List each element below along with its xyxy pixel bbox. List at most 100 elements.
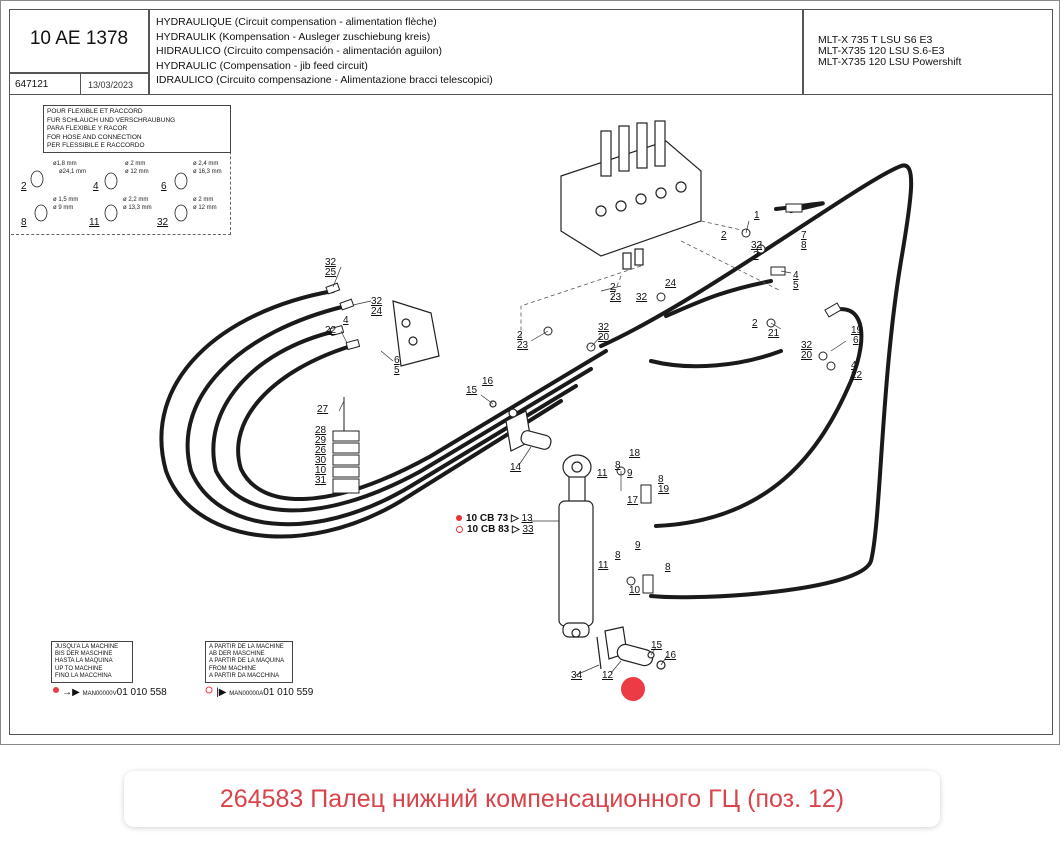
callout[interactable]: 20 bbox=[801, 350, 813, 361]
callout[interactable]: 23 bbox=[517, 340, 529, 351]
leader bbox=[770, 322, 782, 330]
callout[interactable]: 24 bbox=[371, 306, 383, 317]
mounting-bracket bbox=[392, 300, 440, 367]
callout[interactable]: 23 bbox=[610, 292, 622, 303]
callout[interactable]: 27 bbox=[317, 404, 329, 415]
callout[interactable]: 14 bbox=[510, 462, 522, 473]
callout[interactable]: 19 bbox=[658, 484, 670, 495]
highlight-marker[interactable] bbox=[621, 677, 645, 701]
callout[interactable]: 11 bbox=[597, 468, 608, 479]
cylinder-ref-until[interactable]: 10 CB 73 ▷ 13 bbox=[456, 513, 533, 524]
fitting bbox=[826, 361, 836, 371]
guide-line bbox=[610, 275, 622, 302]
fitting bbox=[656, 292, 666, 302]
callout[interactable]: 24 bbox=[665, 278, 677, 289]
fitting-icon bbox=[104, 204, 118, 222]
callout[interactable]: 3 bbox=[753, 250, 759, 261]
callout[interactable]: 29 bbox=[315, 435, 327, 446]
callout[interactable]: 32 bbox=[598, 322, 610, 333]
fitting-icon bbox=[30, 170, 44, 188]
callout[interactable]: 2 bbox=[752, 318, 758, 329]
note-line: BIS DER MASCHINE bbox=[55, 651, 113, 658]
hose-connection-legend: POUR FLEXIBLE ET RACCORD FUR SCHLAUCH UN… bbox=[43, 105, 231, 153]
callout[interactable]: 22 bbox=[325, 325, 337, 336]
callout[interactable]: 11 bbox=[598, 560, 609, 571]
callout[interactable]: 2 bbox=[517, 330, 523, 341]
callout[interactable]: 8 bbox=[615, 460, 621, 471]
callout[interactable]: 22 bbox=[851, 370, 863, 381]
hose-fittings bbox=[325, 203, 842, 594]
leader bbox=[590, 335, 602, 348]
callout[interactable]: 18 bbox=[629, 448, 641, 459]
callout[interactable]: 15 bbox=[651, 640, 663, 651]
from-serial: |▶ MAN00000A01 010 559 bbox=[205, 687, 313, 698]
callout[interactable]: 4 bbox=[343, 315, 349, 326]
callout[interactable]: 8 bbox=[658, 474, 664, 485]
callout[interactable]: 15 bbox=[466, 385, 478, 396]
guide-lines bbox=[520, 220, 782, 341]
callout[interactable]: 8 bbox=[801, 240, 807, 251]
callout[interactable]: 2 bbox=[610, 282, 616, 293]
fitting-d2: ø 16,3 mm bbox=[193, 169, 222, 175]
bracket-fitting bbox=[401, 318, 411, 328]
fitting-number: 4 bbox=[93, 181, 99, 192]
callout[interactable]: 16 bbox=[665, 650, 677, 661]
callout[interactable]: 32 bbox=[751, 240, 763, 251]
callout[interactable]: 12 bbox=[602, 670, 614, 681]
until-serial-number: 01 010 558 bbox=[116, 687, 167, 698]
callout[interactable]: 1 bbox=[754, 210, 760, 221]
leader bbox=[480, 394, 494, 405]
callout[interactable]: 31 bbox=[315, 475, 327, 486]
document-code: 647121 bbox=[15, 79, 49, 90]
callout[interactable]: 9 bbox=[627, 468, 633, 479]
callout[interactable]: 30 bbox=[315, 455, 327, 466]
valve-port bbox=[675, 181, 687, 193]
callout[interactable]: 32 bbox=[801, 340, 813, 351]
callout[interactable]: 19 bbox=[851, 325, 863, 336]
callout[interactable]: 9 bbox=[635, 540, 641, 551]
cylinder-ref-from[interactable]: 10 CB 83 ▷ 33 bbox=[456, 524, 534, 535]
callout[interactable]: 8 bbox=[665, 562, 671, 573]
until-dot-icon bbox=[53, 687, 59, 693]
description-line: HIDRAULICO (Circuito compensación - alim… bbox=[156, 45, 442, 57]
lower-pin bbox=[596, 626, 666, 670]
lower-pin-lock bbox=[596, 636, 602, 670]
callout[interactable]: 6 bbox=[394, 355, 400, 366]
fitting-d1: ø1,8 mm bbox=[53, 161, 77, 167]
note-line: A PARTIR DA MACCHINA bbox=[209, 672, 280, 679]
callout[interactable]: 20 bbox=[598, 332, 610, 343]
valve-body bbox=[560, 140, 702, 257]
hose-loops bbox=[159, 163, 914, 600]
hose-long bbox=[599, 163, 914, 600]
callout[interactable]: 4 bbox=[851, 360, 857, 371]
callout[interactable]: 10 bbox=[315, 465, 327, 476]
leader bbox=[338, 400, 345, 412]
callout[interactable]: 5 bbox=[394, 365, 400, 376]
callout[interactable]: 25 bbox=[325, 267, 337, 278]
callout[interactable]: 6 bbox=[853, 335, 859, 346]
description-line: HYDRAULIQUE (Circuit compensation - alim… bbox=[156, 16, 437, 28]
legend-serial-symbols-open bbox=[205, 686, 213, 694]
callout[interactable]: 5 bbox=[793, 280, 799, 291]
leader bbox=[600, 285, 622, 292]
callout[interactable]: 16 bbox=[482, 376, 494, 387]
callout[interactable]: 26 bbox=[315, 445, 327, 456]
valve-spool bbox=[600, 130, 612, 177]
callout[interactable]: 28 bbox=[315, 425, 327, 436]
callout[interactable]: 32 bbox=[636, 292, 648, 303]
callout[interactable]: 4 bbox=[793, 270, 799, 281]
part-caption: 264583 Палец нижний компенсационного ГЦ … bbox=[124, 771, 940, 827]
callout[interactable]: 32 bbox=[325, 257, 337, 268]
callout[interactable]: 10 bbox=[629, 585, 641, 596]
callout[interactable]: 32 bbox=[371, 296, 383, 307]
callout[interactable]: 7 bbox=[801, 230, 807, 241]
callout[interactable]: 21 bbox=[768, 328, 780, 339]
callout[interactable]: 17 bbox=[627, 495, 639, 506]
note-line: HASTA LA MAQUINA bbox=[55, 658, 113, 665]
fitting-icon bbox=[104, 172, 118, 190]
hydraulic-circuit-drawing bbox=[30, 120, 914, 694]
callout[interactable]: 8 bbox=[615, 550, 621, 561]
callout[interactable]: 2 bbox=[721, 230, 727, 241]
valve-spool bbox=[636, 122, 648, 169]
callout[interactable]: 34 bbox=[571, 670, 583, 681]
